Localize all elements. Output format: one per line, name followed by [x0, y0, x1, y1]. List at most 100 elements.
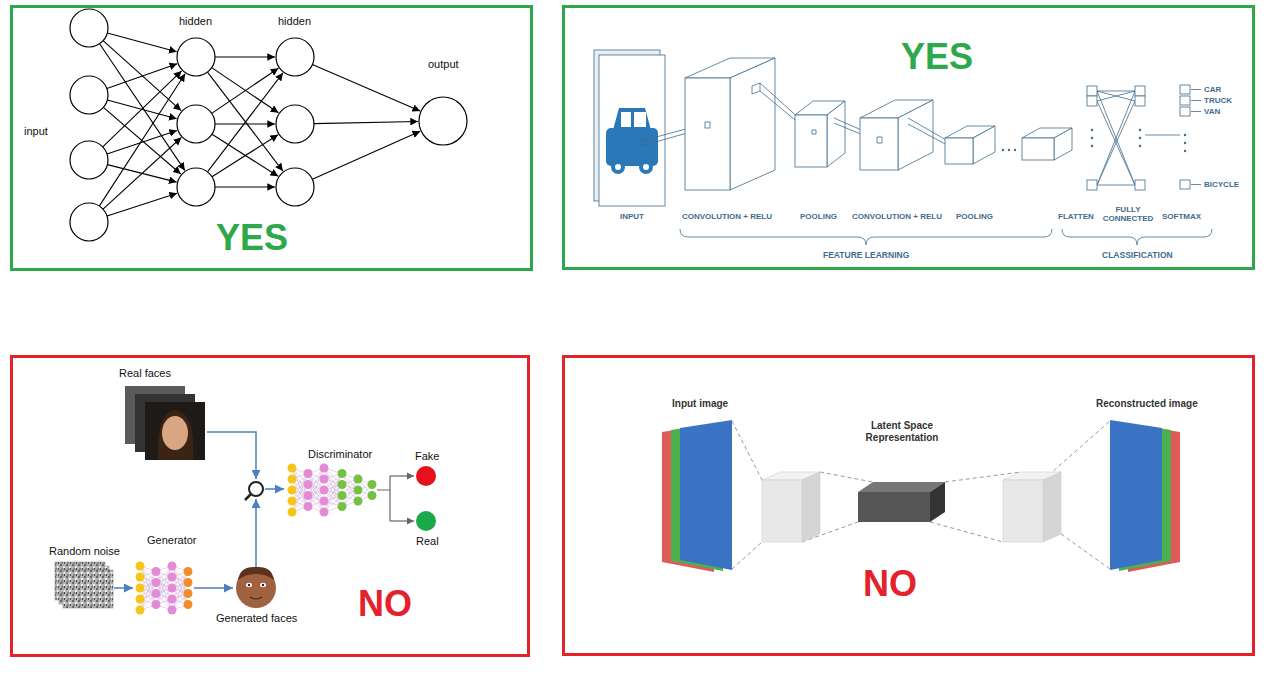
text-label: output — [428, 58, 459, 71]
neuron — [276, 105, 314, 143]
generator-unit — [136, 584, 145, 593]
conv-box-front — [685, 78, 730, 190]
mlp-connection — [107, 193, 177, 216]
softmax-cell — [1180, 85, 1190, 94]
dot — [1014, 149, 1016, 151]
mlp-connection — [103, 41, 181, 111]
magnifier-handle — [245, 494, 251, 500]
panel-frame: YES — [562, 5, 1255, 270]
dot — [1139, 145, 1141, 147]
text-label: Latent Space Representation — [852, 420, 952, 443]
text-label: Fake — [415, 450, 439, 463]
mlp-connection — [208, 73, 283, 172]
generator-unit — [168, 562, 177, 571]
generator-unit — [168, 606, 177, 615]
mlp-connection — [312, 65, 420, 112]
text-label: Generated faces — [216, 612, 297, 625]
image-channel — [680, 420, 732, 570]
neuron — [70, 9, 108, 47]
mlp-connection — [107, 33, 176, 52]
generator-unit — [152, 600, 161, 609]
face-eye — [260, 583, 266, 587]
car-body — [606, 128, 658, 166]
mlp-connection — [212, 68, 279, 113]
pool-box-side — [973, 126, 995, 164]
text-label: input — [24, 125, 48, 138]
neuron — [177, 168, 215, 206]
photo-face — [162, 416, 188, 450]
photo-hair — [158, 410, 194, 460]
dense-cell — [1135, 180, 1145, 190]
discriminator-unit — [338, 491, 347, 500]
flatten-cell — [1087, 180, 1097, 190]
dot — [1139, 137, 1141, 139]
class-ticks — [1191, 90, 1201, 185]
text-label: BICYCLE — [1204, 180, 1239, 189]
dot — [1002, 149, 1004, 151]
network-drawings — [70, 9, 467, 615]
discriminator-unit — [288, 508, 297, 517]
encoder-box-front — [762, 480, 802, 542]
dot — [1091, 129, 1093, 131]
flow-arrow — [194, 587, 233, 589]
ellipsis-dots — [1002, 149, 1016, 151]
text-label: FULLY CONNECTED — [1100, 205, 1156, 223]
dot — [1184, 150, 1186, 152]
neuron — [177, 105, 215, 143]
neuron — [419, 97, 467, 145]
conv-box-front — [860, 118, 898, 170]
neuron — [276, 168, 314, 206]
discriminator-unit — [354, 486, 363, 495]
dense-cell — [1135, 86, 1145, 96]
generator-unit — [168, 573, 177, 582]
mlp-connection — [99, 74, 185, 206]
car-hub — [643, 164, 649, 170]
discriminator-unit — [304, 480, 313, 489]
generator-unit — [136, 573, 145, 582]
encoder-box-side — [802, 472, 820, 542]
car-wheel — [639, 160, 653, 174]
discriminator-unit — [368, 480, 377, 489]
flow-arrow — [114, 587, 133, 589]
car-icon — [606, 108, 658, 174]
dot — [1008, 149, 1010, 151]
discriminator-unit — [304, 469, 313, 478]
generator-unit — [184, 567, 193, 576]
discriminator-unit — [304, 491, 313, 500]
image-channel — [1110, 420, 1162, 570]
generator-unit — [136, 562, 145, 571]
neuron — [70, 76, 108, 114]
text-label: Random noise — [49, 545, 120, 558]
verdict-text: NO — [358, 586, 412, 622]
input-plate — [599, 55, 665, 206]
receptive-patch — [752, 83, 760, 94]
discriminator-unit — [338, 480, 347, 489]
group-bracket — [1062, 229, 1212, 245]
generator-unit — [184, 600, 193, 609]
discriminator-unit — [354, 475, 363, 484]
car-window — [621, 112, 631, 127]
text-label: Real — [416, 535, 439, 548]
generator-unit — [168, 595, 177, 604]
discriminator-unit — [288, 464, 297, 473]
mlp-connection — [215, 186, 275, 187]
conv-box-side — [730, 58, 775, 190]
latent-box-top — [858, 482, 945, 492]
discriminator-unit — [320, 475, 329, 484]
discriminator-unit — [368, 491, 377, 500]
receptive-patch — [705, 122, 710, 128]
face-pupil — [262, 584, 264, 586]
panel-frame: NO — [10, 355, 530, 657]
flow-arrow — [390, 520, 414, 521]
fake-dot — [416, 466, 436, 486]
car-roof — [613, 108, 651, 130]
flatten-cell — [1087, 96, 1097, 106]
autoencoder-drawing — [662, 420, 1180, 572]
mlp-connection — [103, 138, 181, 210]
discriminator-unit — [338, 502, 347, 511]
mlp-connection — [314, 122, 418, 124]
face-mouth — [250, 597, 262, 599]
generator-unit — [184, 589, 193, 598]
text-label: CONVOLUTION + RELU — [682, 212, 772, 221]
